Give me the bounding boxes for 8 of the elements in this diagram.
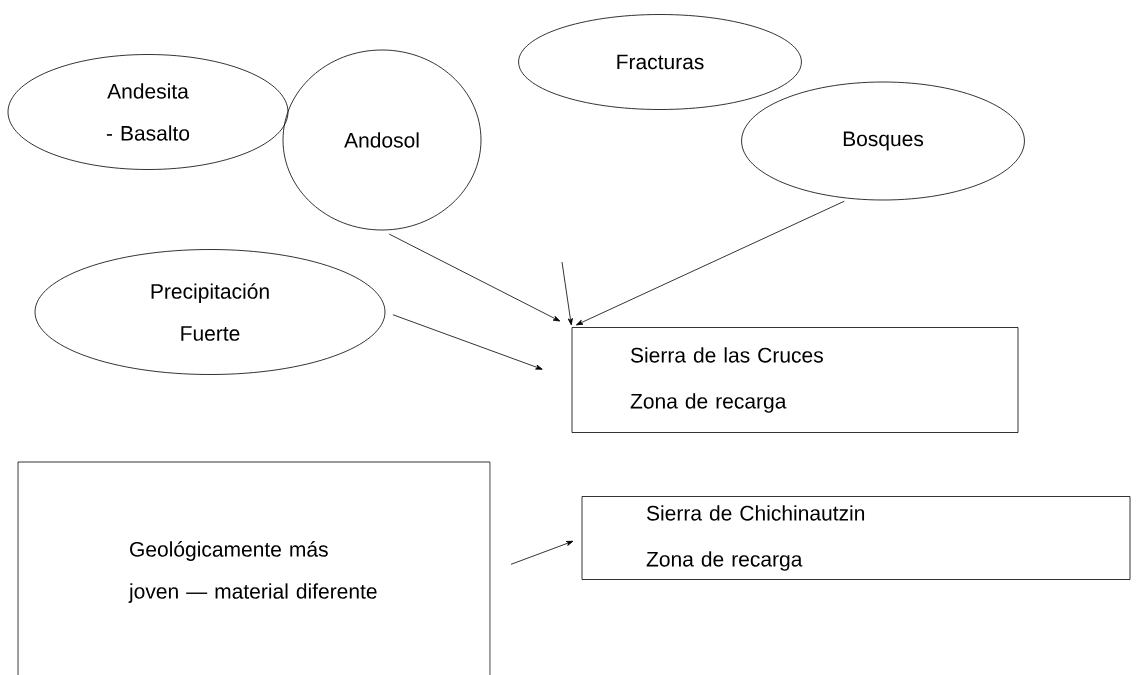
arrow [388,233,561,322]
arrow [392,314,543,370]
arrow [576,200,845,326]
arrow [510,540,574,565]
concept-box: Geológicamente más joven — material diferente [17,461,491,675]
concept-box: Sierra de Chichinautzin Zona de recarga [581,496,1131,580]
concept-box: Sierra de las Cruces Zona de recarga [571,327,1019,433]
arrow [561,261,573,326]
